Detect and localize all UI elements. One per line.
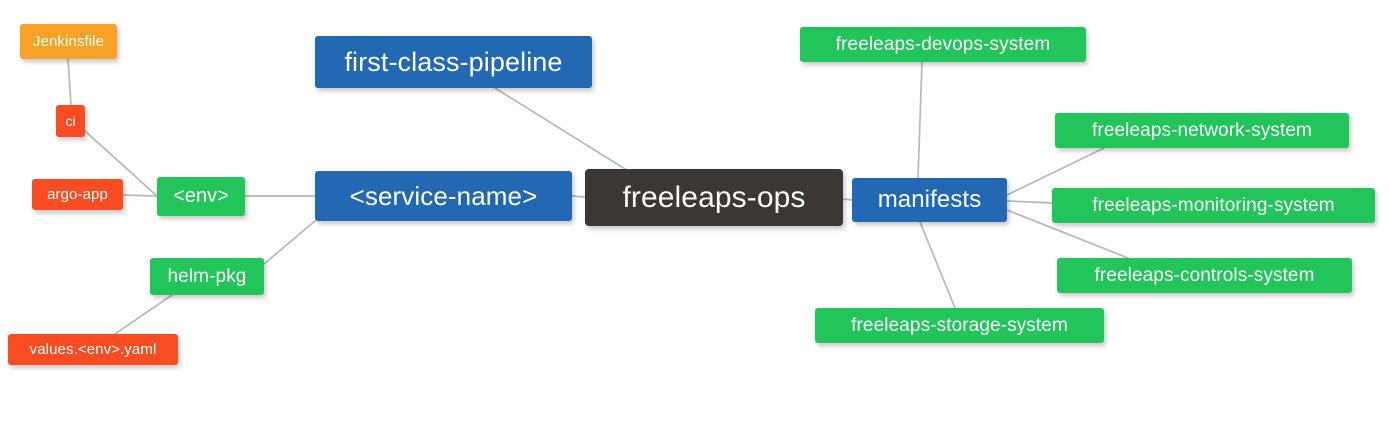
node-first-class-pipeline[interactable]: first-class-pipeline	[315, 36, 592, 88]
node-argo-app[interactable]: argo-app	[32, 179, 123, 210]
node-jenkinsfile[interactable]: Jenkinsfile	[20, 24, 117, 59]
edge-service-name-to-helm-pkg	[263, 220, 316, 265]
node-freeleaps-devops-system[interactable]: freeleaps-devops-system	[800, 27, 1086, 62]
node-freeleaps-monitoring-system[interactable]: freeleaps-monitoring-system	[1052, 188, 1375, 223]
node-values-yaml[interactable]: values.<env>.yaml	[8, 334, 178, 365]
node-freeleaps-network-system[interactable]: freeleaps-network-system	[1055, 113, 1349, 148]
node-helm-pkg[interactable]: helm-pkg	[150, 258, 264, 295]
edge-jenkinsfile-to-ci	[67, 58, 72, 106]
node-service-name[interactable]: <service-name>	[315, 171, 572, 221]
edge-freeleaps-ops-to-manifests	[842, 198, 853, 201]
node-label-freeleaps-devops-system: freeleaps-devops-system	[835, 33, 1051, 55]
edge-helm-pkg-to-values-yaml	[114, 294, 173, 335]
node-manifests[interactable]: manifests	[852, 178, 1007, 222]
edge-first-class-pipeline-to-freeleaps-ops	[494, 87, 626, 170]
edge-service-name-to-freeleaps-ops	[571, 195, 586, 198]
edge-manifests-to-freeleaps-monitoring-system	[1006, 200, 1053, 204]
node-freeleaps-storage-system[interactable]: freeleaps-storage-system	[815, 308, 1104, 343]
node-label-jenkinsfile: Jenkinsfile	[32, 33, 105, 50]
node-label-argo-app: argo-app	[47, 186, 108, 203]
edge-manifests-to-freeleaps-devops-system	[917, 61, 923, 179]
node-env[interactable]: <env>	[157, 177, 245, 216]
node-label-values-yaml: values.<env>.yaml	[29, 341, 157, 358]
node-label-env: <env>	[172, 185, 230, 207]
edge-manifests-to-freeleaps-storage-system	[919, 221, 956, 309]
node-label-freeleaps-controls-system: freeleaps-controls-system	[1094, 264, 1315, 286]
node-label-service-name: <service-name>	[349, 180, 538, 211]
node-freeleaps-controls-system[interactable]: freeleaps-controls-system	[1057, 258, 1352, 293]
node-freeleaps-ops[interactable]: freeleaps-ops	[585, 169, 843, 226]
node-label-first-class-pipeline: first-class-pipeline	[344, 46, 563, 77]
node-label-manifests: manifests	[877, 186, 982, 213]
node-label-freeleaps-network-system: freeleaps-network-system	[1092, 119, 1312, 141]
node-label-freeleaps-ops: freeleaps-ops	[622, 180, 806, 214]
node-label-freeleaps-storage-system: freeleaps-storage-system	[851, 314, 1068, 336]
edge-argo-app-to-env	[122, 194, 158, 197]
node-label-helm-pkg: helm-pkg	[167, 265, 247, 287]
node-label-freeleaps-monitoring-system: freeleaps-monitoring-system	[1092, 194, 1335, 216]
node-ci[interactable]: ci	[56, 105, 85, 137]
node-label-ci: ci	[65, 113, 76, 129]
